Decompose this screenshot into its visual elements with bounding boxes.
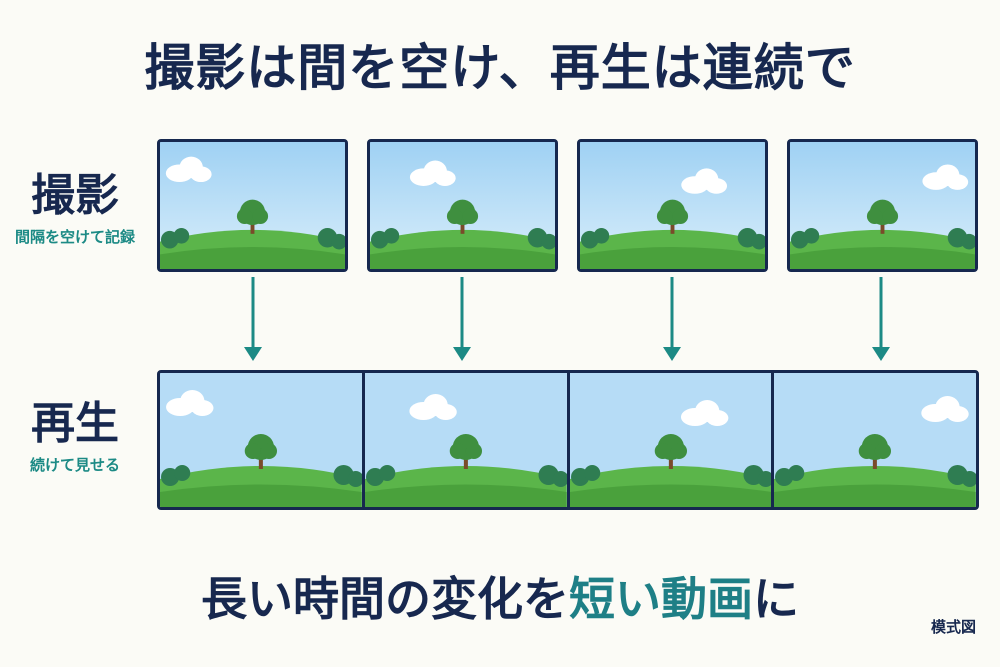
- tree-icon: [656, 199, 689, 234]
- landscape-frame-icon: [160, 142, 345, 269]
- playback-label: 再生 続けて見せる: [0, 398, 150, 475]
- landscape-frame-icon: [160, 373, 362, 507]
- tree-icon: [244, 434, 278, 469]
- schematic-note: 模式図: [930, 618, 976, 636]
- cloud-icon: [409, 160, 456, 186]
- landscape-frame-icon: [569, 373, 772, 507]
- page-title: 撮影は間を空け、再生は連続で: [144, 39, 856, 97]
- playback-label-title: 再生: [31, 398, 119, 449]
- bottom-message: 長い時間の変化を短い動画に: [0, 563, 1000, 629]
- tree-icon: [449, 434, 482, 469]
- down-arrow-icon: [453, 277, 471, 361]
- bottom-message-part2: に: [753, 572, 799, 626]
- playback-frame-4: [774, 373, 976, 507]
- capture-label-subtitle: 間隔を空けて記録: [14, 228, 135, 247]
- capture-frame-1: [157, 139, 348, 272]
- tree-icon: [236, 199, 269, 234]
- capture-frame-3: [577, 139, 768, 272]
- landscape-frame-icon: [370, 142, 555, 269]
- cloud-icon: [165, 156, 212, 183]
- tree-icon: [858, 434, 892, 469]
- capture-label: 撮影 間隔を空けて記録: [0, 170, 150, 247]
- cloud-icon: [680, 400, 728, 426]
- down-arrow-icon: [244, 277, 262, 361]
- tree-icon: [446, 199, 479, 234]
- landscape-frame-icon: [580, 142, 765, 269]
- playback-strip: [157, 370, 979, 510]
- cloud-icon: [681, 168, 728, 194]
- tree-icon: [654, 434, 687, 469]
- bottom-message-accent: 短い動画: [569, 572, 753, 626]
- landscape-frame-icon: [774, 373, 976, 507]
- landscape-frame-icon: [790, 142, 975, 269]
- bottom-message-part1: 長い時間の変化を: [201, 572, 569, 626]
- capture-frame-4: [787, 139, 978, 272]
- capture-label-title: 撮影: [31, 170, 119, 221]
- playback-label-subtitle: 続けて見せる: [29, 456, 120, 475]
- cloud-icon: [166, 390, 214, 416]
- landscape-frame-icon: [364, 373, 567, 507]
- tree-icon: [866, 199, 899, 234]
- playback-frame-2: [364, 373, 567, 507]
- playback-frame-1: [160, 373, 362, 507]
- cloud-icon: [409, 394, 457, 420]
- capture-frame-2: [367, 139, 558, 272]
- cloud-icon: [921, 396, 969, 422]
- down-arrow-icon: [872, 277, 890, 361]
- playback-frame-3: [569, 373, 772, 507]
- down-arrow-icon: [663, 277, 681, 361]
- cloud-icon: [922, 164, 969, 190]
